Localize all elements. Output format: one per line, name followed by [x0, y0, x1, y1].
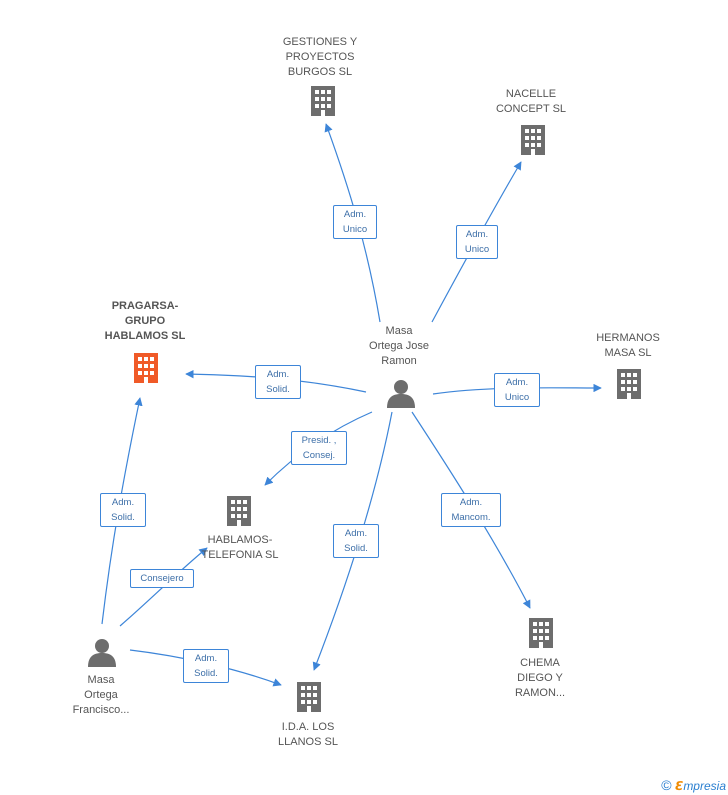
edge-label-e7: Adm. Mancom.: [441, 493, 501, 527]
node-label-ida[interactable]: I.D.A. LOS LLANOS SL: [278, 721, 338, 748]
edge-label-e4: Adm. Unico: [494, 373, 540, 407]
edge-label-e10: Adm. Solid.: [183, 649, 229, 683]
node-label-masa-francisco[interactable]: Masa Ortega Francisco...: [72, 674, 130, 716]
building-icon-nacelle: [521, 125, 545, 155]
node-label-gestiones[interactable]: GESTIONES Y PROYECTOS BURGOS SL: [282, 36, 358, 78]
building-icon-hablamos-telefonia: [227, 496, 251, 526]
node-label-nacelle[interactable]: NACELLE CONCEPT SL: [495, 88, 567, 115]
edge-label-e9: Consejero: [130, 569, 194, 588]
person-icon-masa-francisco: [88, 639, 116, 667]
building-icon-pragarsa: [134, 353, 158, 383]
building-icon-gestiones: [311, 86, 335, 116]
edge-label-e1: Adm. Unico: [333, 205, 377, 239]
building-icon-hermanos: [617, 369, 641, 399]
empresia-brand: © ℇmpresia: [661, 777, 726, 793]
node-label-hermanos[interactable]: HERMANOS MASA SL: [596, 332, 660, 359]
node-label-chema[interactable]: CHEMA DIEGO Y RAMON...: [514, 657, 566, 699]
edge-label-e6: Adm. Solid.: [333, 524, 379, 558]
building-icon-ida: [297, 682, 321, 712]
edge-label-e3: Adm. Solid.: [255, 365, 301, 399]
node-label-hablamos-telefonia[interactable]: HABLAMOS- TELEFONIA SL: [201, 534, 279, 561]
node-label-pragarsa[interactable]: PRAGARSA- GRUPO HABLAMOS SL: [104, 300, 186, 342]
edge-label-e8: Adm. Solid.: [100, 493, 146, 527]
edge-label-e5: Presid. , Consej.: [291, 431, 347, 465]
building-icon-chema: [529, 618, 553, 648]
copyright-icon: ©: [661, 777, 672, 793]
node-label-masa-jose[interactable]: Masa Ortega Jose Ramon: [369, 325, 429, 367]
edge-label-e2: Adm. Unico: [456, 225, 498, 259]
empresia-logo: ℇmpresia: [674, 779, 726, 793]
person-icon-masa-jose: [387, 380, 415, 408]
